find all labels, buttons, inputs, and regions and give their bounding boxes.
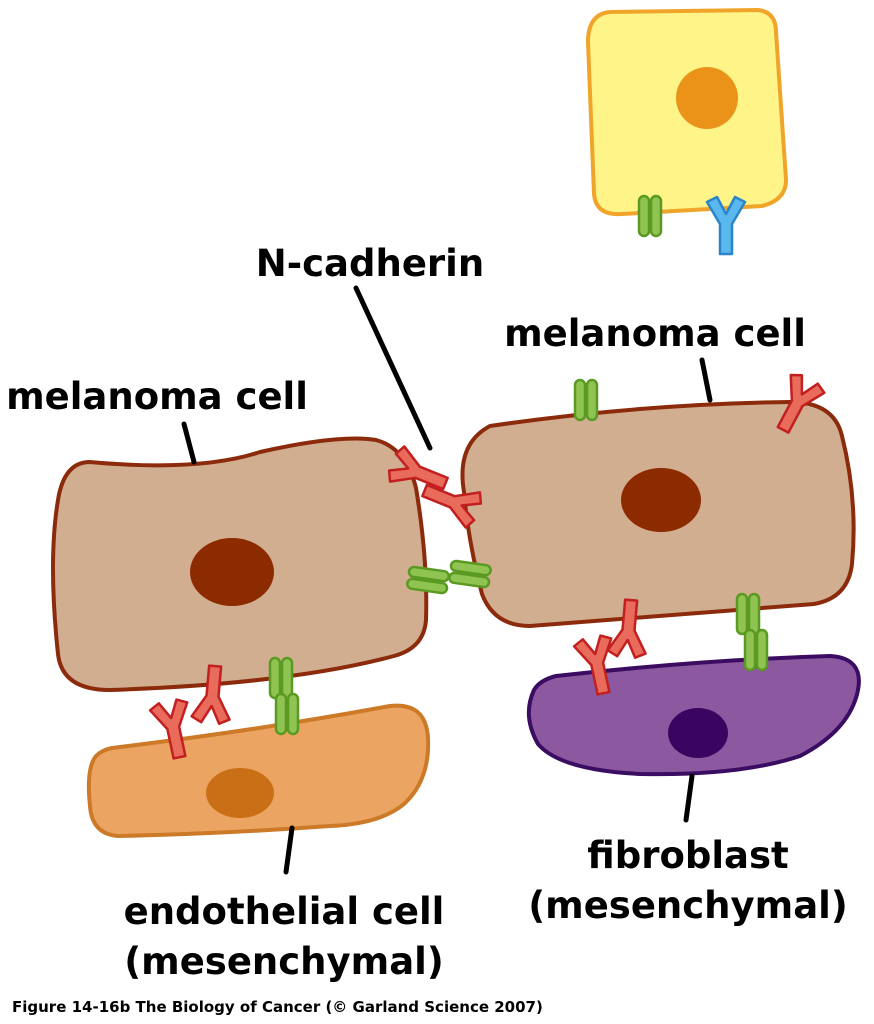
endothelial-cell-label: endothelial cell (124, 890, 445, 933)
green-adhesion-pair (274, 692, 300, 736)
green-adhesion-pair (735, 592, 761, 636)
melanoma-cell-left-nucleus (190, 538, 274, 606)
figure-caption: Figure 14-16b The Biology of Cancer (© G… (12, 998, 543, 1016)
leader-lines (181, 285, 713, 875)
melanoma-cell-right (460, 399, 856, 629)
fibroblast-leader (683, 773, 695, 823)
melanoma-cell-left (51, 436, 429, 693)
endothelial-cell (86, 703, 431, 839)
yellow-cell-nucleus (676, 67, 738, 129)
fibroblast-cell (526, 653, 861, 777)
endothelial-leader (283, 825, 295, 875)
yellow-cell (585, 7, 789, 256)
endothelial-cell-nucleus (206, 768, 274, 818)
green-adhesion-pair (405, 565, 451, 595)
endothelial-cell-body (86, 703, 431, 839)
n-cadherin-label: N-cadherin (256, 242, 484, 285)
yellow-cell-green-receptor (637, 194, 663, 238)
melanoma-cell-right-nucleus (621, 468, 701, 532)
green-adhesion-pair (573, 378, 599, 422)
melanoma-left-leader (181, 421, 197, 465)
melanoma-cell-left-label: melanoma cell (6, 375, 308, 418)
melanoma-cell-right-label: melanoma cell (504, 312, 806, 355)
green-adhesion-pair (268, 656, 294, 700)
fibroblast-sublabel: (mesenchymal) (528, 884, 848, 927)
n-cadherin-leader (353, 285, 433, 451)
green-adhesion-pair (447, 559, 493, 589)
endothelial-cell-sublabel: (mesenchymal) (124, 940, 444, 983)
melanoma-right-leader (699, 357, 713, 403)
green-adhesion-pair (743, 628, 769, 672)
fibroblast-cell-nucleus (668, 708, 728, 758)
fibroblast-label: fibroblast (587, 834, 788, 877)
